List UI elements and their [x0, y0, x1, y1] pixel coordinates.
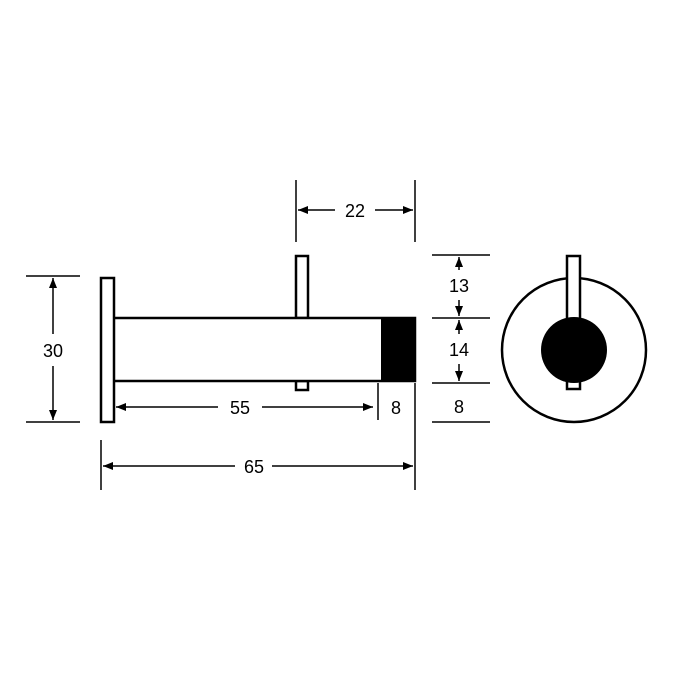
dim-hook-offset: 22	[295, 180, 416, 242]
dim-cap-length: 8	[377, 383, 416, 490]
dim-overall-length: 65	[100, 440, 413, 490]
top-pin	[294, 254, 310, 320]
dim-label-13: 13	[449, 276, 469, 296]
dim-overall-height: 30	[26, 275, 80, 423]
dim-label-65: 65	[244, 457, 264, 477]
rubber-cap	[381, 318, 415, 381]
dim-label-8-bottom: 8	[454, 397, 464, 417]
dim-label-55: 55	[230, 398, 250, 418]
side-view	[99, 254, 417, 424]
dim-vertical-stack: 13 14 8	[432, 254, 490, 423]
bottom-pin	[294, 379, 310, 392]
body-tube	[111, 316, 417, 383]
dim-label-14: 14	[449, 340, 469, 360]
front-cap	[541, 317, 607, 383]
dim-label-30: 30	[43, 341, 63, 361]
dim-label-8-cap: 8	[391, 398, 401, 418]
dim-body-length: 55	[116, 398, 373, 418]
wall-plate	[99, 276, 116, 424]
dim-label-22: 22	[345, 201, 365, 221]
front-view	[500, 254, 648, 424]
